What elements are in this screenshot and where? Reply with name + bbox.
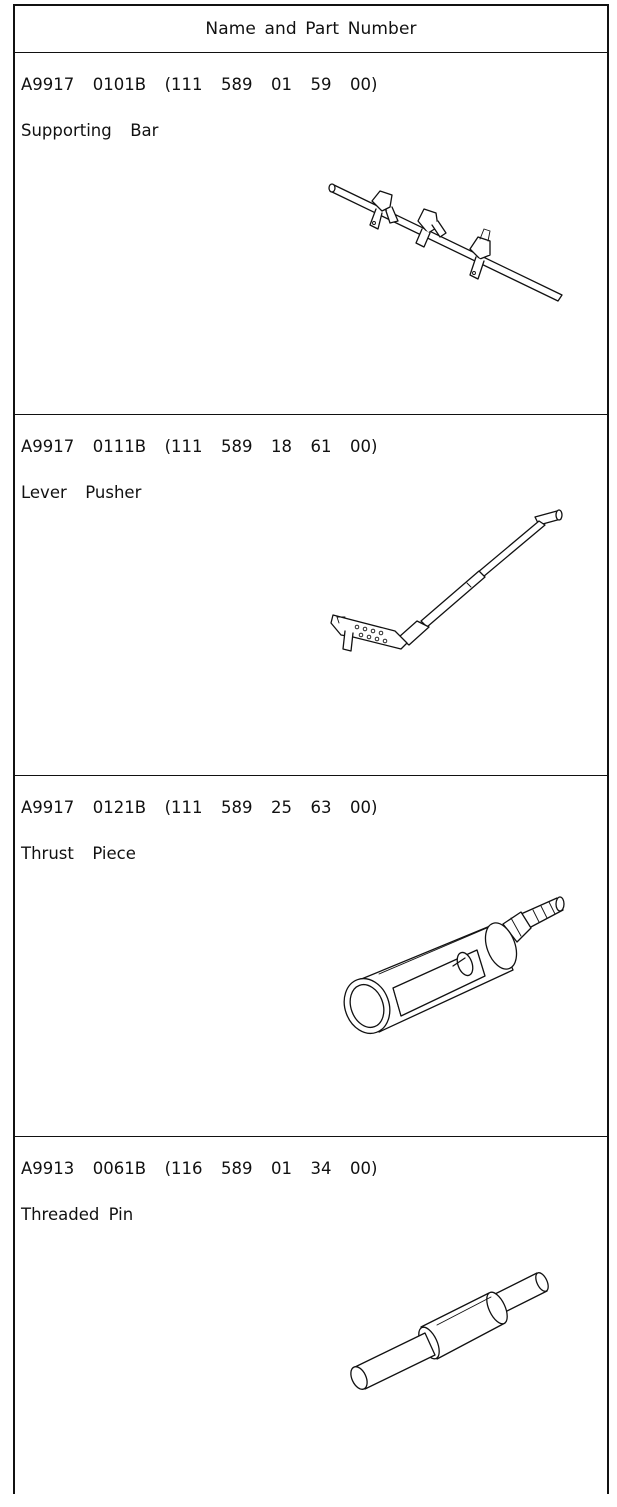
table-row: A9913 0061B (116 589 01 34 00) Threaded …: [15, 1137, 607, 1507]
part-number: A9917 0121B (111 589 25 63 00): [21, 798, 378, 817]
part-name: Threaded Pin: [21, 1205, 134, 1224]
supporting-bar-illustration: [320, 163, 570, 313]
thrust-piece-illustration: [335, 884, 575, 1064]
threaded-pin-illustration: [337, 1263, 557, 1403]
part-name: Thrust Piece: [21, 844, 136, 863]
parts-table: Name and Part Number A9917 0101B (111 58…: [13, 4, 609, 1494]
part-name: Lever Pusher: [21, 483, 142, 502]
table-header: Name and Part Number: [15, 6, 607, 53]
table-row: A9917 0121B (111 589 25 63 00) Thrust Pi…: [15, 776, 607, 1137]
part-name: Supporting Bar: [21, 121, 159, 140]
part-number: A9913 0061B (116 589 01 34 00): [21, 1159, 378, 1178]
table-row: A9917 0101B (111 589 01 59 00) Supportin…: [15, 53, 607, 415]
part-number: A9917 0111B (111 589 18 61 00): [21, 437, 378, 456]
part-number: A9917 0101B (111 589 01 59 00): [21, 75, 378, 94]
lever-pusher-illustration: [313, 503, 583, 693]
table-row: A9917 0111B (111 589 18 61 00) Lever Pus…: [15, 415, 607, 776]
